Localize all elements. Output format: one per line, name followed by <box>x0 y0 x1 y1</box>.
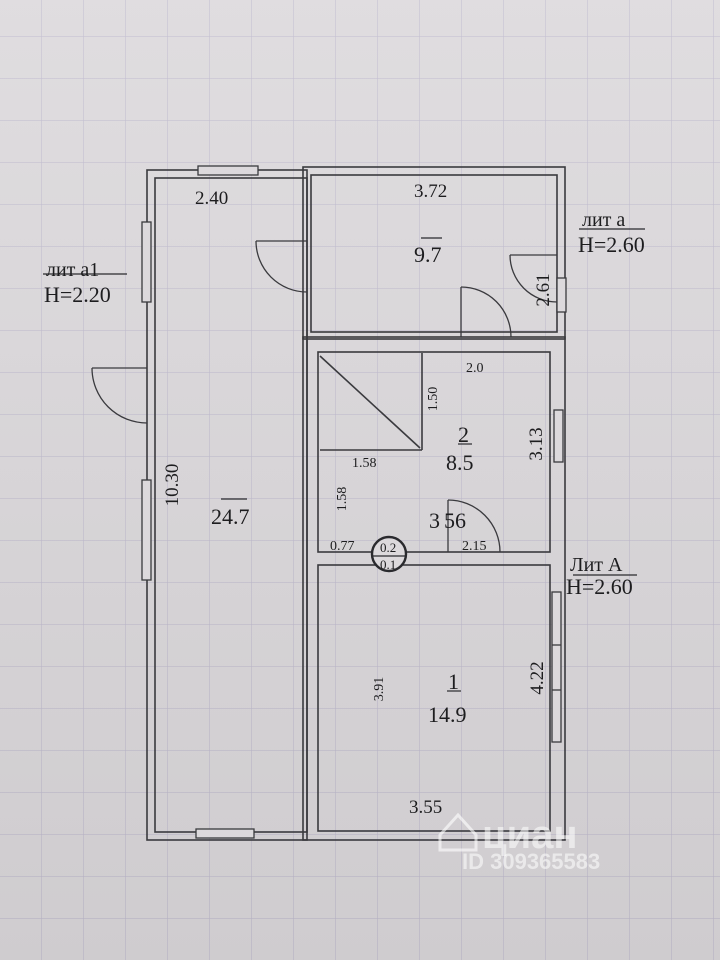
watermark-brand: циан <box>482 813 578 857</box>
label-lit-a1: лит а1 <box>46 259 99 281</box>
label-lit-a: лит а <box>582 209 625 231</box>
door-exterior-swing <box>91 367 148 424</box>
dim-room2-door: 2.0 <box>466 361 484 376</box>
door-room-a-right-swing <box>509 254 558 303</box>
area-veranda: 24.7 <box>211 504 250 529</box>
closet-diagonal <box>319 355 421 449</box>
dim-room1-width: 3.55 <box>409 797 442 818</box>
window-left-upper <box>141 221 152 303</box>
wall-house-outer <box>302 336 566 841</box>
watermark: циан ID 309365583 <box>438 812 600 874</box>
window-room1 <box>551 591 562 743</box>
window-top <box>197 165 259 176</box>
stove-circle <box>370 535 408 573</box>
window-room-a <box>556 277 567 313</box>
doors <box>91 240 558 553</box>
dim-veranda-length: 10.30 <box>162 464 183 507</box>
dim-room-a-height: 2.61 <box>533 273 554 306</box>
dim-side-158: 1.58 <box>335 487 350 512</box>
small-room-number: 3 <box>429 508 440 533</box>
dim-closet-width: 1.58 <box>352 456 377 471</box>
area-room1: 14.9 <box>428 702 467 727</box>
door-veranda-room-a-swing <box>255 240 308 293</box>
label-lit-A: Лит А <box>570 554 623 576</box>
dim-room1-inner: 3.91 <box>372 677 387 702</box>
door-room-a-room2-swing <box>460 286 512 338</box>
stove-dim-bottom: 0.1 <box>380 557 396 572</box>
stove-symbol <box>370 535 408 573</box>
room1-number: 1 <box>448 669 459 694</box>
dim-room-a-width: 3.72 <box>414 181 447 202</box>
watermark-id: ID 309365583 <box>462 849 600 874</box>
wall-room-a-outer <box>302 166 566 340</box>
window-left-lower <box>141 479 152 581</box>
wall-room1-inner <box>317 564 551 832</box>
room2-number: 2 <box>458 422 469 447</box>
dim-wall-215: 2.15 <box>462 539 487 554</box>
area-room-a: 9.7 <box>414 242 442 267</box>
small-room-area: 56 <box>444 508 466 533</box>
window-room2 <box>553 409 564 463</box>
dim-room2-height: 3.13 <box>526 427 547 460</box>
wall-room2-inner <box>317 351 551 553</box>
dim-room1-height: 4.22 <box>527 661 548 694</box>
wall-room-a-inner <box>310 174 558 333</box>
window-bottom <box>195 828 255 839</box>
stove-dim-top: 0.2 <box>380 540 396 555</box>
dim-veranda-width: 2.40 <box>195 188 228 209</box>
windows <box>141 165 567 839</box>
label-height-A: H=2.60 <box>566 574 633 599</box>
dim-closet-height: 1.50 <box>426 387 441 412</box>
watermark-logo-icon <box>438 812 478 852</box>
dim-wall-077: 0.77 <box>330 539 355 554</box>
walls <box>146 166 566 841</box>
area-underlines <box>43 228 645 692</box>
label-height-a: H=2.60 <box>578 232 645 257</box>
door-room2-room1-swing <box>447 499 501 553</box>
area-room2: 8.5 <box>446 450 474 475</box>
label-height-a1: H=2.20 <box>44 282 111 307</box>
